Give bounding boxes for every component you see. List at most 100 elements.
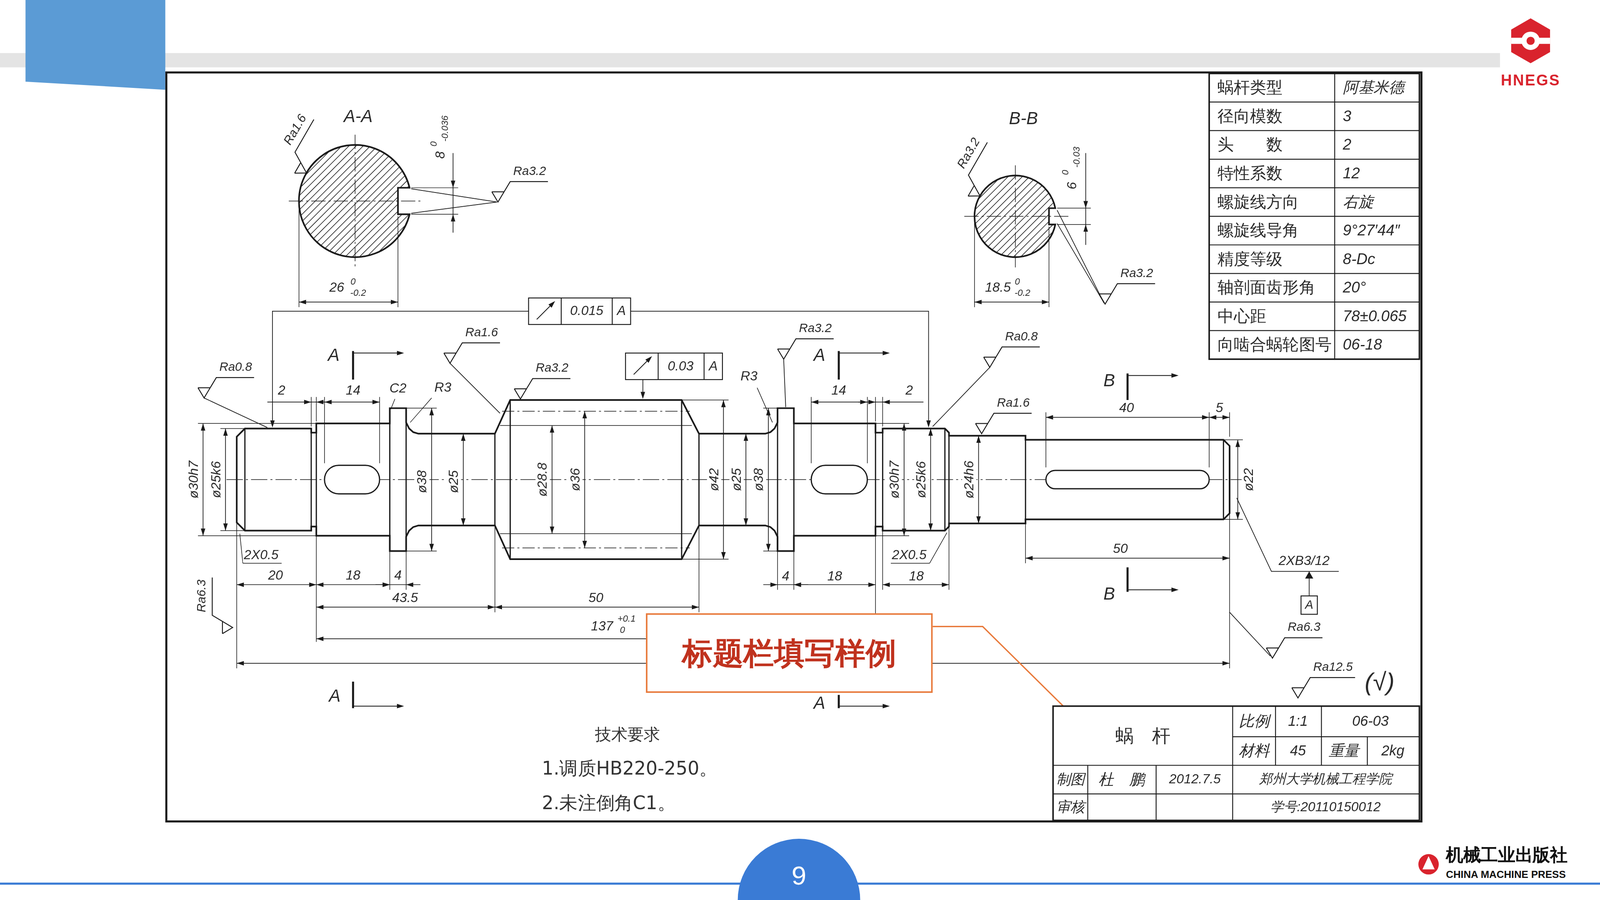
section-arrow: [1127, 589, 1177, 591]
table-cell-text: 向啮合蜗轮图号: [1217, 335, 1332, 354]
arrow-head: [976, 435, 981, 443]
dimension-text: 14: [344, 383, 362, 398]
extension-line: [698, 525, 700, 613]
dimension-text: ø25k6: [914, 460, 929, 499]
table-cell-text: 2: [1342, 136, 1352, 154]
dimension-text: 0.03: [666, 359, 695, 374]
extension-line: [411, 187, 459, 188]
dimension-line: [1025, 557, 1230, 559]
root-line: [500, 425, 692, 426]
table-rule: [1209, 272, 1420, 274]
arrow-head: [882, 400, 890, 405]
callout-box: 标题栏填写样例: [645, 613, 933, 693]
section-hatch: [811, 145, 1219, 288]
dimension-line: [202, 423, 204, 536]
table-cell-text: 45: [1290, 743, 1306, 760]
leader-line: [390, 399, 395, 410]
roughness-symbol: [1291, 677, 1355, 698]
leader-line: [932, 367, 990, 427]
arrow-head: [721, 552, 726, 560]
table-cell-text: 8-Dc: [1342, 250, 1376, 268]
table-rule: [1209, 130, 1420, 131]
shaft-edge: [1222, 440, 1225, 520]
dimension-text: B: [1102, 585, 1117, 605]
roughness-mark: [975, 413, 1032, 434]
dimension-line: [793, 584, 876, 585]
table-cell-text: 蜗 杆: [1115, 725, 1171, 746]
hatch-line: [165, 129, 309, 273]
dimension-text: +0.1: [616, 614, 637, 625]
dimension-text: ø38: [752, 467, 767, 493]
hatch-line: [818, 145, 962, 288]
arrow-head: [882, 703, 890, 709]
extension-line: [1045, 412, 1046, 468]
extension-line: [810, 397, 812, 464]
dimension-line: [978, 435, 980, 524]
table-cell-text: 20°: [1342, 279, 1367, 296]
table-cell-text: 3: [1342, 107, 1352, 125]
table-rule: [1320, 706, 1322, 766]
dimension-text: A: [1304, 598, 1315, 612]
surface-roughness: Ra1.6: [464, 325, 499, 340]
extension-line: [197, 535, 317, 536]
hatch-line: [408, 129, 552, 273]
leader-line: [783, 359, 786, 408]
page-number-text: 9: [791, 860, 807, 890]
arrow-head: [743, 433, 749, 441]
arrow-head: [460, 518, 466, 526]
dimension-line: [858, 401, 924, 403]
leader-line: [204, 397, 268, 428]
header-bar: [0, 52, 1500, 68]
arrow-head: [1171, 587, 1179, 593]
dimension-text: A: [327, 687, 342, 707]
extension-line: [1229, 513, 1230, 669]
keyway: [324, 465, 380, 495]
arrow-head: [450, 214, 456, 222]
arrow-head: [316, 582, 324, 588]
extension-line: [389, 550, 390, 590]
hatch-line: [954, 145, 1098, 288]
extension-line: [882, 530, 883, 590]
surface-roughness: Ra3.2: [534, 361, 570, 375]
leader-line: [242, 562, 282, 564]
table-cell-text: 重量: [1328, 742, 1360, 760]
extension-line: [867, 397, 868, 464]
arrow-head: [304, 400, 312, 405]
dimension-text: (√): [1363, 669, 1396, 697]
dimension-text: ø24h6: [962, 459, 977, 500]
table-border: [1209, 73, 1420, 360]
arrow-head: [316, 400, 324, 405]
leader-line: [1057, 210, 1105, 303]
arrow-head: [460, 433, 466, 441]
roughness-mark: [491, 181, 548, 203]
dimension-text: ø38: [415, 469, 430, 495]
dimension-text: 0: [1013, 277, 1021, 288]
section-arrow: [1127, 375, 1177, 376]
arrow-head: [974, 300, 982, 305]
dimension-text: B-B: [1007, 110, 1039, 130]
dimension-text: ø25k6: [209, 460, 224, 499]
arrow-head: [299, 300, 307, 305]
table-cell-text: 右旋: [1342, 193, 1374, 211]
logo-text: HNEGS: [1500, 72, 1562, 89]
extension-line: [681, 399, 729, 400]
dimension-line: [462, 433, 464, 526]
pitch-line: [502, 410, 690, 412]
table-cell-text: 9°27′44″: [1342, 222, 1400, 239]
dimension-text: ø30h7: [887, 459, 903, 500]
dimension-line: [495, 606, 700, 608]
table-cell-text: 学号:20110150012: [1270, 800, 1381, 815]
dimension-line: [882, 584, 949, 585]
table-rule: [1275, 706, 1276, 766]
dimension-line: [767, 408, 769, 552]
arrow-head: [270, 420, 275, 428]
table-rule: [1209, 187, 1420, 189]
dimension-text: 40: [1118, 400, 1135, 416]
dimension-text: 50: [1112, 541, 1129, 557]
hatch-line: [1025, 145, 1169, 288]
arrow-head: [397, 350, 405, 356]
datum-box: [1300, 595, 1318, 615]
arrow-head: [811, 400, 819, 405]
roughness-symbol: [1266, 637, 1323, 659]
callout-text: 标题栏填写样例: [682, 636, 897, 670]
